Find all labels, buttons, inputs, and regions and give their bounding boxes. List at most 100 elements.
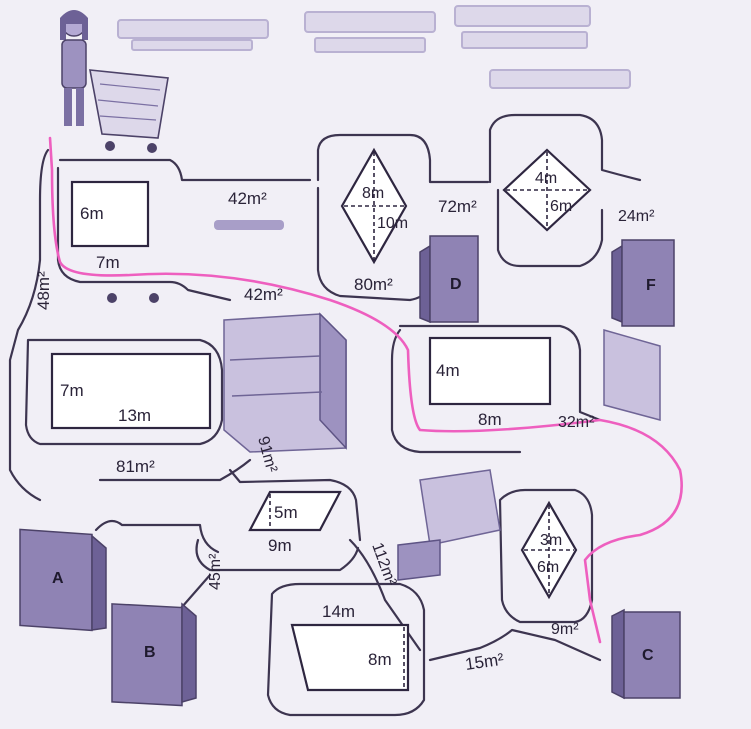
area-80: 80m² [354, 275, 393, 294]
lamp-2 [149, 293, 159, 303]
shopper-leg-left [64, 88, 72, 126]
decor-furniture [107, 220, 661, 581]
area-48: 48m² [34, 271, 53, 310]
road-para5-bottom [195, 538, 360, 572]
cart-grid [97, 83, 161, 121]
door-F-side [611, 244, 623, 324]
maze-roads [8, 113, 642, 717]
road-under-81 [94, 519, 220, 554]
door-A[interactable]: A [19, 528, 107, 632]
dish-row [214, 220, 284, 230]
area-15: 15m² [464, 650, 505, 674]
cart-wheel-2 [147, 143, 157, 153]
figure-parallelogram-5x9: 5m 9m [248, 490, 342, 555]
road-block-7x13 [24, 338, 224, 446]
area-24: 24m² [618, 208, 655, 225]
area-32: 32m² [558, 414, 595, 431]
door-B-letter: B [144, 644, 156, 661]
label-rect-6x7-side: 6m [80, 204, 104, 223]
road-top-3 [488, 113, 642, 184]
road-block1-bottom [56, 166, 232, 302]
door-D-side [419, 244, 431, 324]
parallelogram-14x8 [290, 623, 410, 692]
area-81: 81m² [116, 457, 155, 476]
counter-drawer [397, 539, 441, 581]
road-top-2 [316, 133, 490, 184]
door-B[interactable]: B [111, 602, 197, 707]
label-rect-7x13-base: 13m [118, 406, 151, 425]
label-rect-6x7-base: 7m [96, 253, 120, 272]
road-15 [428, 628, 602, 662]
lamp-1 [107, 293, 117, 303]
road-block-4x8-bottom [390, 328, 522, 454]
road-top-1 [58, 158, 312, 182]
door-A-letter: A [52, 570, 64, 587]
cart-wheel-1 [105, 141, 115, 151]
door-C[interactable]: C [611, 608, 681, 700]
parallelogram-5x9 [248, 490, 342, 532]
shelf-3 [454, 5, 591, 27]
shelf-3b [461, 31, 588, 49]
road-81-under [98, 458, 252, 482]
label-parallelogram-14x8-base: 14m [322, 602, 355, 621]
figure-rect-7x13: 7m 13m [50, 352, 212, 430]
label-rhombus-8x10-d1: 8m [362, 185, 384, 202]
road-block-para14 [266, 582, 426, 717]
road-para5-top [228, 468, 362, 542]
door-F[interactable]: F [611, 239, 675, 327]
door-C-panel [623, 611, 681, 699]
display-shelf-line-2 [231, 391, 323, 397]
door-D-panel [429, 235, 479, 323]
shopper-hair [60, 10, 88, 40]
figure-rect-4x8: 4m 8m [428, 336, 552, 429]
label-parallelogram-5x9-base: 9m [268, 536, 292, 555]
shopper-body [61, 39, 87, 89]
road-left-outer [8, 148, 50, 502]
figure-rhombus-8x10: 8m 10m [340, 147, 408, 265]
background-shelves [117, 5, 631, 89]
counter [419, 469, 501, 546]
area-45: 45m² [207, 553, 224, 590]
area-112: 112m² [368, 541, 399, 589]
area-9: 9m² [551, 621, 579, 638]
shopper-with-cart [60, 10, 169, 153]
door-C-letter: C [642, 647, 654, 664]
figure-rhombus-3x6: 3m 6m [520, 500, 578, 600]
shelf-4 [489, 69, 631, 89]
shelf-1b [131, 39, 253, 51]
shelf-1 [117, 19, 269, 39]
display-shelf-line-1 [229, 355, 321, 361]
rect-6x7 [70, 180, 150, 248]
plate-rack [603, 329, 661, 421]
label-rhombus-3x6-d2: 6m [537, 559, 559, 576]
label-rhombus-3x6-d1: 3m [540, 532, 562, 549]
door-C-side [611, 608, 625, 700]
area-42-top: 42m² [228, 189, 267, 208]
figure-rect-6x7: 6m 7m [70, 180, 150, 272]
rect-4x8 [428, 336, 552, 406]
display-shelf-side [319, 312, 347, 450]
door-F-letter: F [646, 277, 656, 294]
rect-7x13 [50, 352, 212, 430]
door-D[interactable]: D [419, 235, 479, 324]
shopper-leg-right [76, 88, 84, 126]
figure-parallelogram-14x8: 14m 8m [290, 602, 410, 692]
label-rhombus-8x10-d2: 10m [377, 215, 408, 232]
label-rhombus-4x6-d2: 6m [550, 198, 572, 215]
road-block-4x8-top [398, 324, 602, 422]
label-rect-7x13-side: 7m [60, 381, 84, 400]
figure-rhombus-4x6: 4m 6m [502, 148, 592, 232]
label-parallelogram-14x8-height: 8m [368, 650, 392, 669]
road-rhombus2-bottom [496, 188, 604, 268]
area-42-mid: 42m² [244, 285, 283, 304]
label-rect-4x8-base: 8m [478, 410, 502, 429]
label-rect-4x8-side: 4m [436, 361, 460, 380]
label-parallelogram-5x9-height: 5m [274, 503, 298, 522]
door-F-panel [621, 239, 675, 327]
area-72: 72m² [438, 197, 477, 216]
door-A-side [91, 534, 107, 631]
route-path [48, 136, 683, 644]
door-D-letter: D [450, 276, 462, 293]
shelf-2b [314, 37, 426, 53]
